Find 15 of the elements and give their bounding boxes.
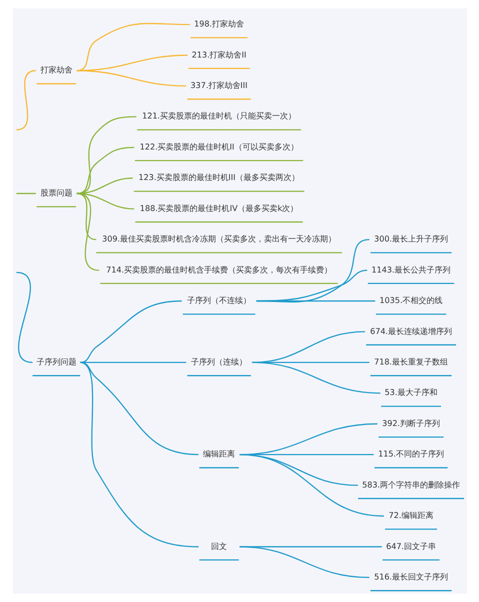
connector [256, 300, 375, 302]
connector [80, 362, 198, 456]
connector [80, 300, 182, 364]
connector [16, 272, 32, 364]
connector [239, 546, 369, 578]
connector [76, 116, 136, 194]
connector [238, 454, 384, 517]
connector [16, 70, 36, 130]
connector [79, 362, 198, 548]
connector [76, 146, 134, 194]
connector [16, 192, 36, 194]
connector [76, 70, 186, 87]
connector [76, 192, 96, 240]
connector [251, 362, 380, 394]
connector [76, 192, 99, 271]
